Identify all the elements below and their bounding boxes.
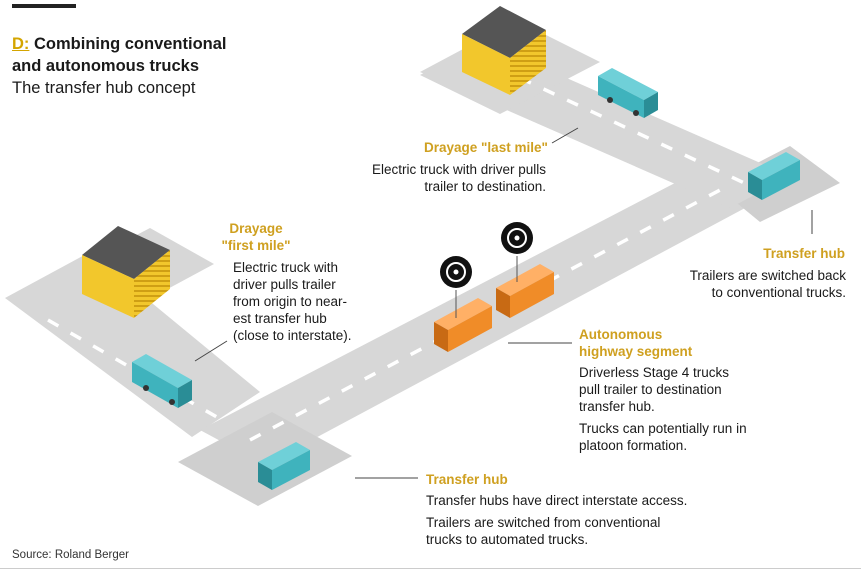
autonomous-segment-text-1: Driverless Stage 4 trucks pull trailer t… — [579, 365, 730, 414]
steering-wheel-icon — [501, 222, 533, 282]
leader-lines — [194, 127, 813, 479]
top-accent-bar — [12, 4, 76, 8]
conventional-truck-last-mile — [598, 68, 658, 118]
autonomous-segment-heading: Autonomous highway segment — [579, 327, 693, 359]
autonomous-truck-front — [496, 264, 554, 318]
first-mile-heading: Drayage "first mile" — [221, 221, 291, 253]
source-note: Source: Roland Berger — [12, 549, 129, 561]
page-title: D: Combining conventional and autonomous… — [12, 33, 252, 77]
destination-warehouse — [462, 6, 546, 95]
transfer-hub-bottom-heading: Transfer hub — [426, 472, 508, 487]
conventional-truck-first-mile — [132, 354, 192, 408]
autonomous-truck-rear — [434, 298, 492, 352]
bottom-divider — [0, 568, 861, 569]
panel-letter: D: — [12, 35, 30, 53]
transfer-hub-bottom-text-1: Transfer hubs have direct interstate acc… — [426, 493, 688, 508]
transfer-hub-right-text: Trailers are switched back to convention… — [689, 268, 846, 300]
autonomous-segment-text-2: Trucks can potentially run in platoon fo… — [579, 421, 747, 453]
conventional-truck-bottom-hub — [258, 442, 310, 490]
origin-warehouse — [82, 226, 170, 318]
title-text: Combining conventional and autonomous tr… — [12, 35, 227, 75]
first-mile-text: Electric truck with driver pulls trailer… — [233, 260, 352, 343]
transfer-hub-right-heading: Transfer hub — [763, 246, 845, 261]
last-mile-text: Electric truck with driver pulls trailer… — [371, 162, 546, 194]
page-subtitle: The transfer hub concept — [12, 79, 196, 97]
steering-wheel-icon — [440, 256, 472, 318]
first-mile-road — [5, 252, 260, 437]
transfer-hub-bottom-text-2: Trailers are switched from conventional … — [426, 515, 661, 547]
last-mile-heading: Drayage "last mile" — [424, 140, 548, 155]
conventional-truck-right-hub — [748, 152, 800, 200]
